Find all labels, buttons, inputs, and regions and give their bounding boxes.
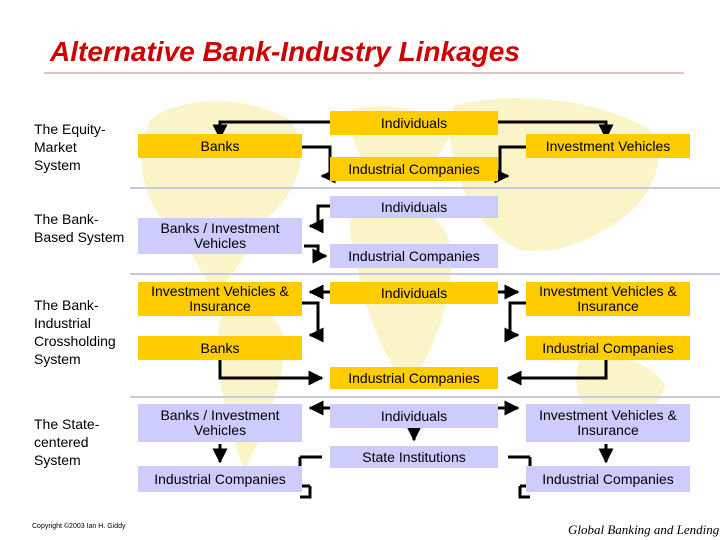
box-individuals: Individuals — [330, 282, 498, 304]
box-industrial-companies: Industrial Companies — [330, 367, 498, 389]
label-state-centered-system: The State-centered System — [34, 416, 100, 468]
section-divider — [130, 396, 720, 398]
box-industrial-companies: Industrial Companies — [526, 336, 690, 360]
copyright-notice: Copyright ©2003 Ian H. Giddy — [32, 523, 126, 530]
box-investment-vehicles-insurance: Investment Vehicles & Insurance — [138, 282, 302, 316]
box-individuals: Individuals — [330, 111, 498, 135]
box-industrial-companies: Industrial Companies — [330, 157, 498, 181]
box-individuals: Individuals — [330, 404, 498, 428]
box-industrial-companies: Industrial Companies — [138, 466, 302, 492]
box-banks-investment-vehicles: Banks / Investment Vehicles — [138, 404, 302, 442]
box-investment-vehicles-insurance: Investment Vehicles & Insurance — [526, 282, 690, 316]
box-industrial-companies: Industrial Companies — [526, 466, 690, 492]
slide-title: Alternative Bank-Industry Linkages — [50, 36, 520, 67]
title-divider — [44, 72, 684, 74]
box-state-institutions: State Institutions — [330, 446, 498, 468]
label-bank-based-system: The Bank-Based System — [34, 211, 125, 245]
box-banks: Banks — [138, 134, 302, 158]
box-individuals: Individuals — [330, 196, 498, 218]
label-equity-market-system: The Equity-Market System — [34, 121, 106, 173]
box-investment-vehicles: Investment Vehicles — [526, 134, 690, 158]
section-divider — [130, 187, 720, 189]
section-divider — [130, 273, 720, 275]
box-banks: Banks — [138, 336, 302, 360]
box-industrial-companies: Industrial Companies — [330, 244, 498, 268]
box-banks-investment-vehicles: Banks / Investment Vehicles — [138, 218, 302, 254]
course-title-footer: Global Banking and Lending — [568, 522, 720, 537]
box-investment-vehicles-insurance: Investment Vehicles & Insurance — [526, 404, 690, 442]
label-bank-industrial-crossholding-system: The Bank-Industrial Crossholding System — [34, 297, 116, 367]
